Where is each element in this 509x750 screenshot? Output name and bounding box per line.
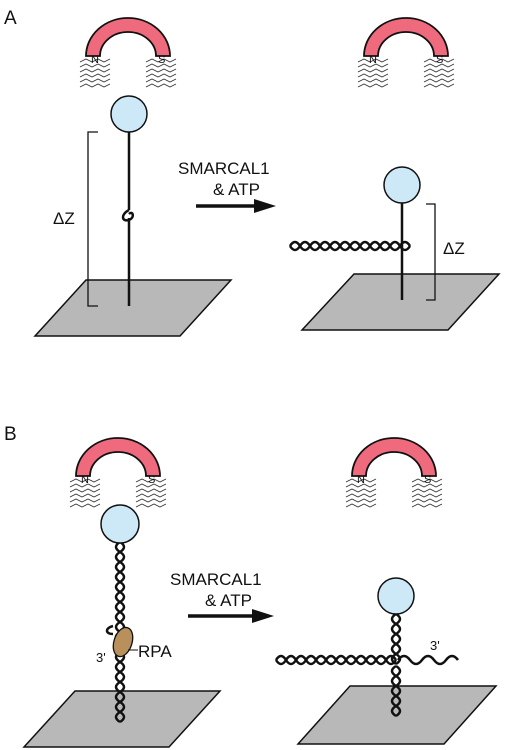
svg-text:S: S <box>158 54 165 66</box>
dna-b-right <box>274 612 459 718</box>
svg-text:N: N <box>91 54 99 66</box>
bead-a-right <box>383 166 421 204</box>
surface-a-right <box>300 273 501 331</box>
bracket-a-left <box>87 131 98 307</box>
svg-text:S: S <box>436 54 443 66</box>
arrow-b <box>188 609 274 623</box>
dna-a-right <box>288 200 412 300</box>
arrow-b-text-2: & ATP <box>205 591 252 610</box>
arrow-b-text-1: SMARCAL1 <box>170 570 262 589</box>
magnet-a-right: N S <box>357 17 455 88</box>
svg-text:S: S <box>424 474 431 486</box>
magnet-b-left: N S <box>69 437 167 508</box>
rpa-label: RPA <box>138 642 172 661</box>
svg-text:N: N <box>81 474 89 486</box>
three-prime-b-left: 3' <box>96 650 106 665</box>
arrow-a-text-2: & ATP <box>213 180 260 199</box>
svg-text:N: N <box>357 474 365 486</box>
arrow-a <box>196 199 276 213</box>
bead-a-left <box>110 95 148 133</box>
surface-a-left <box>33 279 233 337</box>
panel-a-label: A <box>4 8 17 29</box>
bead-b-left <box>100 504 140 544</box>
dna-a-left <box>121 130 134 306</box>
svg-text:N: N <box>369 54 377 66</box>
rpa-protein <box>112 626 134 658</box>
panel-b-label: B <box>4 424 17 445</box>
delta-z-a-left: ΔZ <box>53 209 75 228</box>
magnet-b-right: N S <box>345 437 443 508</box>
three-prime-b-right: 3' <box>430 638 440 653</box>
bead-b-right <box>377 577 415 615</box>
delta-z-a-right: ΔZ <box>443 239 465 258</box>
bracket-a-right <box>426 203 436 301</box>
svg-text:S: S <box>148 474 155 486</box>
magnet-a-left: N S <box>79 17 177 88</box>
arrow-a-text-1: SMARCAL1 <box>178 159 270 178</box>
